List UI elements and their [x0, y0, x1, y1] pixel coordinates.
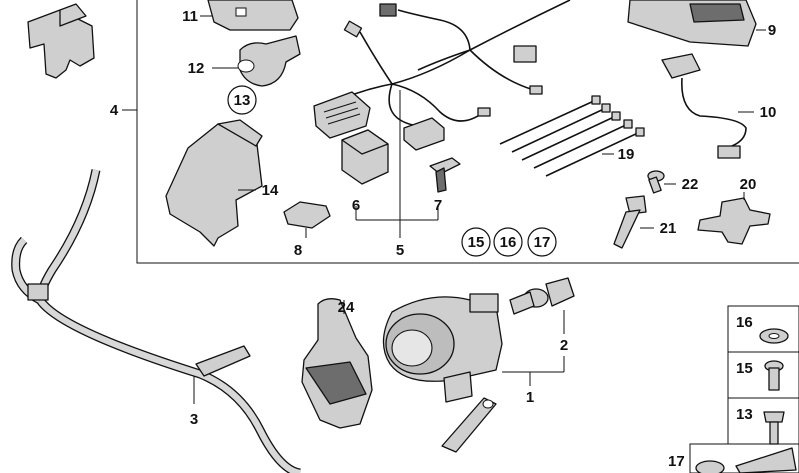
wiring-harness: [313, 0, 571, 238]
part-21-bolt: [613, 195, 654, 249]
part-connector: [403, 117, 445, 151]
part-1-fog-lamp: [382, 293, 564, 403]
callout-19: 19: [618, 146, 635, 163]
side-label-16: 16: [736, 314, 753, 331]
part-14-housing: [165, 119, 263, 247]
callout-2: 2: [560, 337, 568, 354]
part-mount-strip: [441, 397, 497, 453]
part-20-bracket: [697, 192, 771, 245]
part-24-bracket: [301, 298, 373, 429]
part-3-stabilizer-bar: [11, 169, 302, 473]
callout-13: 13: [234, 92, 251, 109]
callout-9: 9: [768, 22, 776, 39]
callout-16: 16: [500, 234, 517, 251]
callout-17: 17: [534, 234, 551, 251]
part-22-screw: [647, 170, 676, 194]
callout-11: 11: [182, 8, 198, 25]
part-10-sensor: [661, 53, 754, 159]
callout-4: 4: [110, 102, 119, 119]
callout-12: 12: [188, 60, 205, 77]
callout-5: 5: [396, 242, 404, 259]
side-label-15: 15: [736, 360, 753, 377]
part-6-relay: [341, 129, 438, 221]
callout-labels: 1 2 3 4 5 6 7 8 9 10 11 12 13 14 15 16 1…: [110, 8, 777, 428]
part-19-cable-ties: [499, 95, 645, 177]
callout-7: 7: [434, 197, 442, 214]
callout-3: 3: [190, 411, 198, 428]
callout-10: 10: [760, 104, 777, 121]
part-12-clamp: [212, 35, 301, 87]
part-cap: [27, 3, 95, 79]
part-9-cover: [627, 0, 766, 47]
callout-22: 22: [682, 176, 699, 193]
side-label-17: 17: [668, 453, 685, 470]
callout-14: 14: [262, 182, 279, 199]
callout-15: 15: [468, 234, 485, 251]
side-label-13: 13: [736, 406, 753, 423]
part-2-bulb: [509, 277, 575, 372]
callout-6: 6: [352, 197, 360, 214]
callout-20: 20: [740, 176, 757, 193]
callout-24: 24: [338, 299, 355, 316]
callout-1: 1: [526, 389, 534, 406]
part-7-fuse: [429, 157, 461, 220]
callout-21: 21: [660, 220, 677, 237]
part-11-bracket: [200, 0, 299, 31]
kit-frame: [122, 0, 799, 264]
part-8-clip: [283, 201, 331, 238]
side-panel: [689, 305, 799, 473]
callout-8: 8: [294, 242, 302, 259]
side-panel-labels: 16 15 13 17: [668, 314, 753, 470]
